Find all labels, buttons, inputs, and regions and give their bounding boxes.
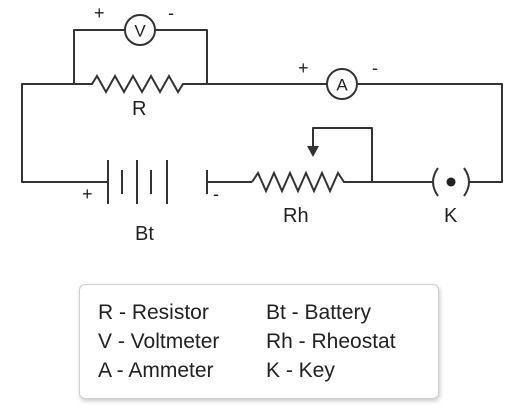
key-plug-dot — [446, 177, 456, 187]
legend-grid: R - Resistor Bt - Battery V - Voltmeter … — [98, 299, 438, 384]
voltmeter-branch-wire — [73, 29, 208, 84]
battery-plus-sign: + — [82, 184, 93, 204]
legend-item-key: K - Key — [266, 359, 335, 382]
rheostat-label: Rh — [283, 205, 309, 227]
rheostat-slider-arrow — [307, 146, 319, 157]
ammeter: A — [326, 68, 358, 100]
main-loop-wire — [21, 83, 503, 183]
legend-item-battery: Bt - Battery — [266, 301, 372, 324]
voltmeter-plus-sign: + — [94, 3, 105, 23]
legend-item-voltmeter: V - Voltmeter — [98, 330, 220, 353]
rheostat — [251, 170, 350, 194]
battery — [107, 160, 208, 204]
battery-label: Bt — [135, 223, 154, 245]
legend-item-rheostat: Rh - Rheostat — [266, 330, 396, 353]
legend-item-resistor: R - Resistor — [98, 301, 209, 324]
ammeter-minus-sign: - — [372, 58, 378, 78]
voltmeter-minus-sign: - — [168, 3, 174, 23]
legend-item-ammeter: A - Ammeter — [98, 359, 214, 382]
key — [432, 167, 470, 197]
ammeter-plus-sign: + — [298, 58, 309, 78]
ammeter-symbol: A — [336, 76, 348, 95]
voltmeter-symbol: V — [134, 22, 146, 41]
resistor-label: R — [132, 98, 146, 120]
key-label: K — [444, 205, 458, 227]
legend-box: R - Resistor Bt - Battery V - Voltmeter … — [79, 284, 439, 399]
battery-minus-sign: - — [213, 184, 219, 204]
voltmeter: V — [124, 14, 156, 46]
resistor — [74, 73, 207, 95]
